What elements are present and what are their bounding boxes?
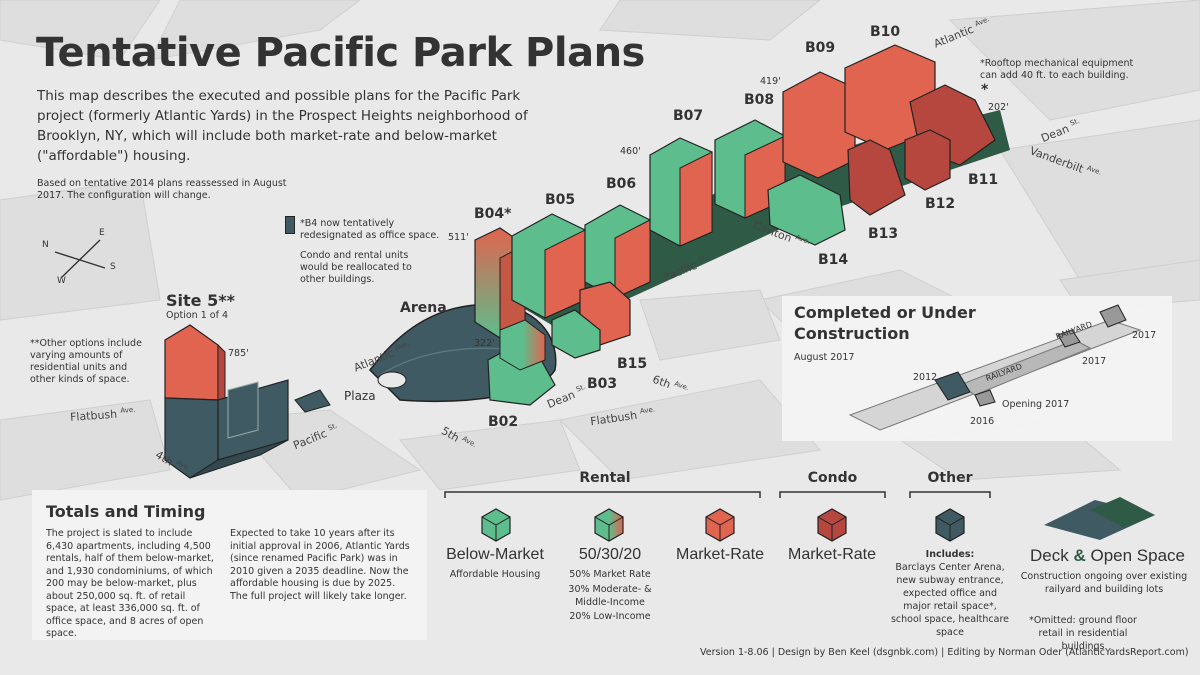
site5-building (164, 324, 289, 479)
compass-s: S (110, 262, 116, 272)
totals-col1: The project is slated to include 6,430 a… (46, 528, 214, 639)
legend-other-heading: Other (927, 470, 973, 486)
legend-deck-word: Deck (1030, 546, 1069, 565)
legend-cube-condo (817, 508, 847, 542)
completed-2017-a: 2017 (1082, 356, 1107, 367)
legend-condo-heading: Condo (807, 470, 858, 486)
legend-mixed-name: 50/30/20 (578, 546, 642, 563)
arena-label: Arena (400, 300, 447, 316)
completed-2012: 2012 (913, 372, 938, 383)
b4-note: *B4 now tentatively redesignated as offi… (300, 218, 440, 241)
legend-open-space-word: Open Space (1090, 546, 1185, 565)
building-label-b06: B06 (606, 176, 637, 192)
legend-other-includes-head: Includes: (925, 549, 975, 560)
b07-building (649, 137, 713, 247)
b05-building (511, 213, 586, 319)
b14-building (767, 174, 846, 246)
building-label-b02: B02 (488, 414, 519, 430)
legend-deck-swatch (1044, 497, 1155, 540)
footer-credits: Version 1-8.06 | Design by Ben Keel (dsg… (700, 647, 1189, 658)
completed-opening-2017: Opening 2017 (1002, 399, 1070, 410)
compass-w: W (57, 276, 66, 286)
condo-note: Condo and rental units would be realloca… (300, 250, 412, 285)
height-202: 202' (988, 102, 1009, 113)
compass-rose (54, 239, 106, 278)
basis-note: Based on tentative 2014 plans reassessed… (37, 178, 287, 201)
totals-panel-bg (32, 490, 427, 640)
completed-2017-b: 2017 (1132, 330, 1157, 341)
legend-cube-mixed (594, 508, 624, 542)
height-460: 460' (620, 146, 641, 157)
b06-building (584, 204, 651, 299)
compass-e: E (99, 228, 105, 238)
building-label-b10: B10 (870, 24, 901, 40)
page-title: Tentative Pacific Park Plans (36, 30, 645, 76)
completed-date: August 2017 (794, 352, 855, 363)
b15-building (551, 281, 631, 359)
height-419: 419' (760, 76, 781, 87)
building-label-b04: B04* (474, 206, 512, 222)
legend-cube-market-rate (705, 508, 735, 542)
b02-building (487, 319, 556, 406)
rooftop-note: *Rooftop mechanical equipment can add 40… (980, 58, 1134, 81)
building-label-b13: B13 (868, 226, 899, 242)
description: This map describes the executed and poss… (37, 88, 528, 164)
totals-col2: Expected to take 10 years after its init… (230, 528, 410, 602)
plaza-label: Plaza (344, 389, 376, 403)
building-label-b03: B03 (587, 376, 618, 392)
building-label-b14: B14 (818, 252, 849, 268)
legend-other-includes: Barclays Center Arena, new subway entran… (890, 562, 1010, 638)
legend-brackets (444, 491, 991, 498)
street-flatbush-left-suffix: Ave. (120, 405, 136, 415)
plaza-wedge (294, 389, 331, 413)
legend-mixed-sub2: 30% Moderate- & Middle-Income (568, 584, 652, 608)
legend-mixed-sub3: 20% Low-Income (569, 611, 651, 622)
b4-note-swatch (285, 216, 295, 234)
building-label-b05: B05 (545, 192, 576, 208)
building-label-b11: B11 (968, 172, 999, 188)
rooftop-mark: * (981, 82, 989, 98)
legend-below-market-name: Below-Market (446, 546, 544, 563)
legend-cube-below-market (481, 508, 511, 542)
legend-deck-open-title: Deck & Open Space (1030, 546, 1185, 566)
building-label-b07: B07 (673, 108, 704, 124)
b13-building (904, 129, 951, 191)
height-511: 511' (448, 232, 469, 243)
completed-2016: 2016 (970, 416, 995, 427)
legend-market-rate-name: Market-Rate (675, 546, 765, 563)
legend-condo-market-rate-name: Market-Rate (787, 546, 877, 563)
legend-rental-heading: Rental (579, 470, 631, 486)
b12-building (847, 139, 906, 216)
legend-deck-sub: Construction ongoing over existing raily… (1020, 571, 1188, 595)
compass-n: N (42, 240, 49, 250)
height-322: 322' (474, 338, 495, 349)
completed-title: Completed or Under Construction (794, 303, 976, 343)
site5-subtitle: Option 1 of 4 (166, 310, 229, 321)
street-flatbush-right-suffix: Ave. (639, 405, 656, 416)
site5-height: 785' (228, 348, 249, 359)
legend-omitted-note: *Omitted: ground floor retail in residen… (1029, 615, 1137, 652)
building-label-b08: B08 (744, 92, 775, 108)
legend-below-market-sub: Affordable Housing (449, 569, 541, 580)
building-label-b12: B12 (925, 196, 956, 212)
site5-note: **Other options include varying amounts … (30, 338, 142, 385)
legend-mixed-sub1: 50% Market Rate (569, 569, 651, 580)
building-label-b15: B15 (617, 356, 648, 372)
completed-inset-map (848, 304, 1142, 431)
building-label-b09: B09 (805, 40, 836, 56)
totals-title: Totals and Timing (46, 502, 206, 521)
legend-deck-amp: & (1073, 546, 1086, 565)
legend-cube-other (935, 508, 965, 542)
b09-building (782, 71, 856, 179)
site5-title: Site 5** (166, 291, 235, 310)
